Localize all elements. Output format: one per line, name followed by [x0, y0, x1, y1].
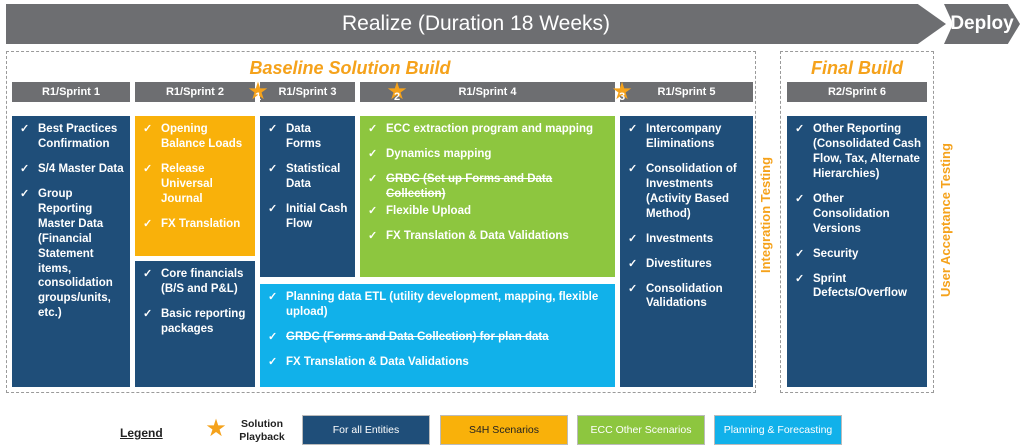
realize-label: Realize (Duration 18 Weeks): [341, 12, 611, 35]
list-item: Flexible Upload: [368, 204, 609, 219]
sprint2-entities-box: Core financials (B/S and P&L) Basic repo…: [135, 261, 255, 387]
final-build-title: Final Build: [811, 58, 903, 78]
list-item: Statistical Data: [268, 162, 349, 192]
sprint2-s4h-box: Opening Balance Loads Release Universal …: [135, 116, 255, 256]
sprint4-ecc-box: ECC extraction program and mapping Dynam…: [360, 116, 615, 277]
sprint-header-3: R1/Sprint 3: [260, 82, 355, 102]
list-item: Divestitures: [628, 257, 747, 272]
list-item: Other Reporting (Consolidated Cash Flow,…: [795, 122, 921, 182]
legend-ecc-label: ECC Other Scenarios: [590, 424, 692, 436]
list-item: Core financials (B/S and P&L): [143, 267, 249, 297]
sprint6-box: Other Reporting (Consolidated Cash Flow,…: [787, 116, 927, 387]
list-item: Intercompany Eliminations: [628, 122, 747, 152]
playback-star-1-icon: ★1: [246, 80, 270, 104]
sprint5-box: Intercompany Eliminations Consolidation …: [620, 116, 753, 387]
integration-testing-label: Integration Testing: [758, 156, 773, 274]
sprint1-box: Best Practices Confirmation S/4 Master D…: [12, 116, 130, 387]
planning-box: Planning data ETL (utility development, …: [260, 284, 615, 387]
deploy-phase-banner: Deploy: [944, 4, 1020, 44]
legend-playback-label: Solution Playback: [239, 418, 285, 444]
list-item: Opening Balance Loads: [143, 122, 249, 152]
struck-text: GRDC (Set up Forms and Data Collection): [386, 172, 553, 200]
deploy-label: Deploy: [950, 13, 1014, 34]
sprint-header-2: R1/Sprint 2: [135, 82, 255, 102]
legend-entities: For all Entities: [302, 415, 430, 445]
list-item: Initial Cash Flow: [268, 202, 349, 232]
list-item: Dynamics mapping: [368, 147, 609, 162]
user-acceptance-testing-label: User Acceptance Testing: [938, 143, 953, 297]
legend-entities-label: For all Entities: [332, 424, 400, 436]
list-item: FX Translation & Data Validations: [268, 355, 609, 370]
list-item: Planning data ETL (utility development, …: [268, 290, 609, 320]
list-item-struck: GRDC (Set up Forms and Data Collection): [368, 172, 609, 202]
list-item: FX Translation: [143, 217, 249, 232]
legend-label: Legend: [120, 426, 163, 440]
playback-star-2-number: 2: [393, 91, 401, 103]
realize-phase-banner: Realize (Duration 18 Weeks): [6, 4, 946, 44]
sprint-header-1: R1/Sprint 1: [12, 82, 130, 102]
list-item: Data Forms: [268, 122, 349, 152]
list-item: Best Practices Confirmation: [20, 122, 124, 152]
legend-ecc: ECC Other Scenarios: [577, 415, 705, 445]
list-item: Consolidation of Investments (Activity B…: [628, 162, 747, 222]
list-item: Sprint Defects/Overflow: [795, 272, 921, 302]
struck-text: GRDC (Forms and Data Collection) for pla…: [286, 330, 549, 343]
legend-planning-label: Planning & Forecasting: [723, 424, 833, 436]
legend-s4h-label: S4H Scenarios: [468, 424, 540, 436]
baseline-build-region: [6, 51, 756, 393]
sprint3-box: Data Forms Statistical Data Initial Cash…: [260, 116, 355, 277]
list-item: Release Universal Journal: [143, 162, 249, 207]
list-item: FX Translation & Data Validations: [368, 229, 609, 244]
list-item: S/4 Master Data: [20, 162, 124, 177]
list-item: Group Reporting Master Data (Financial S…: [20, 187, 124, 321]
list-item: Investments: [628, 232, 747, 247]
sprint-header-5: R1/Sprint 5: [620, 82, 753, 102]
playback-star-3-icon: ★3: [610, 80, 634, 104]
list-item: Consolidation Validations: [628, 282, 747, 312]
playback-star-2-icon: ★2: [385, 80, 409, 104]
sprint-header-6: R2/Sprint 6: [787, 82, 927, 102]
list-item: Basic reporting packages: [143, 307, 249, 337]
list-item: Other Consolidation Versions: [795, 192, 921, 237]
sprint-header-4: R1/Sprint 4: [360, 82, 615, 102]
list-item: Security: [795, 247, 921, 262]
playback-star-3-number: 3: [618, 91, 626, 103]
list-item-struck: GRDC (Forms and Data Collection) for pla…: [268, 330, 609, 345]
playback-star-1-number: 1: [254, 91, 262, 103]
final-build-region: [780, 51, 934, 393]
list-item: ECC extraction program and mapping: [368, 122, 609, 137]
legend-star-icon: ★: [205, 415, 227, 442]
legend-s4h: S4H Scenarios: [440, 415, 568, 445]
legend-planning: Planning & Forecasting: [714, 415, 842, 445]
baseline-build-title: Baseline Solution Build: [249, 58, 451, 78]
